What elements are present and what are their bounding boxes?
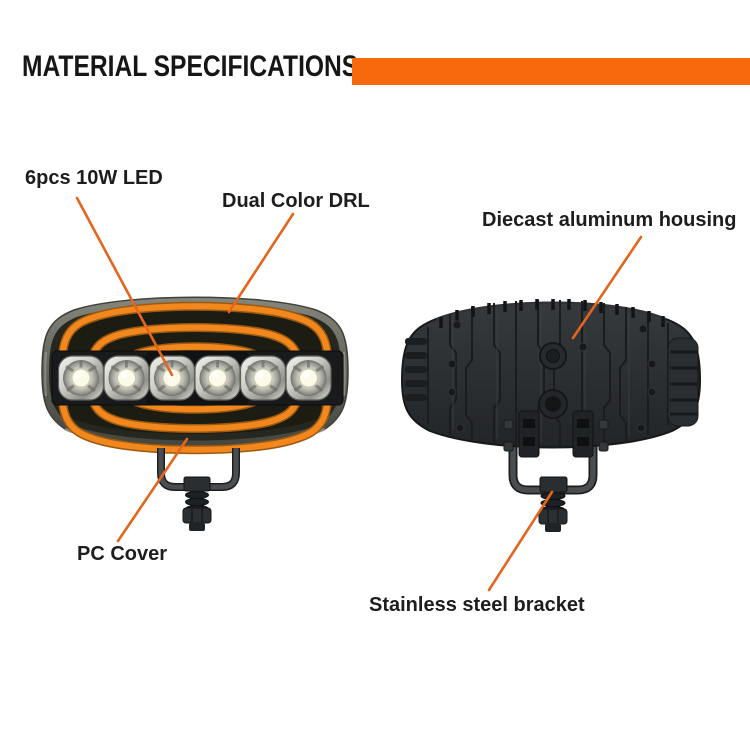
leader-line-led xyxy=(75,196,174,377)
annotation-diecast-aluminum-housing: Diecast aluminum housing xyxy=(482,209,737,231)
leader-lines xyxy=(75,196,643,592)
annotation-6pcs-10w-led: 6pcs 10W LED xyxy=(25,167,163,189)
annotation-dual-color-drl: Dual Color DRL xyxy=(222,190,370,212)
led-array xyxy=(51,350,344,406)
annotation-pc-cover: PC Cover xyxy=(77,543,168,565)
leader-line-housing xyxy=(571,235,643,340)
leader-line-drl xyxy=(227,212,295,314)
leader-line-pc-cover xyxy=(116,437,189,543)
front-mounting-bracket xyxy=(157,448,240,531)
rear-view-housing-illustration xyxy=(400,299,702,532)
center-bolt-bosses xyxy=(538,342,568,419)
screw-holes xyxy=(447,320,657,433)
accent-bar xyxy=(352,58,750,85)
annotation-stainless-steel-bracket: Stainless steel bracket xyxy=(369,594,585,616)
front-view-light-illustration xyxy=(41,296,349,531)
leader-line-bracket xyxy=(487,490,554,592)
diecast-housing-body xyxy=(400,301,702,449)
bracket-hinges xyxy=(503,410,609,458)
page-title: MATERIAL SPECIFICATIONS xyxy=(22,50,359,83)
top-fin-notches xyxy=(439,299,665,328)
side-heat-fins xyxy=(405,337,699,427)
